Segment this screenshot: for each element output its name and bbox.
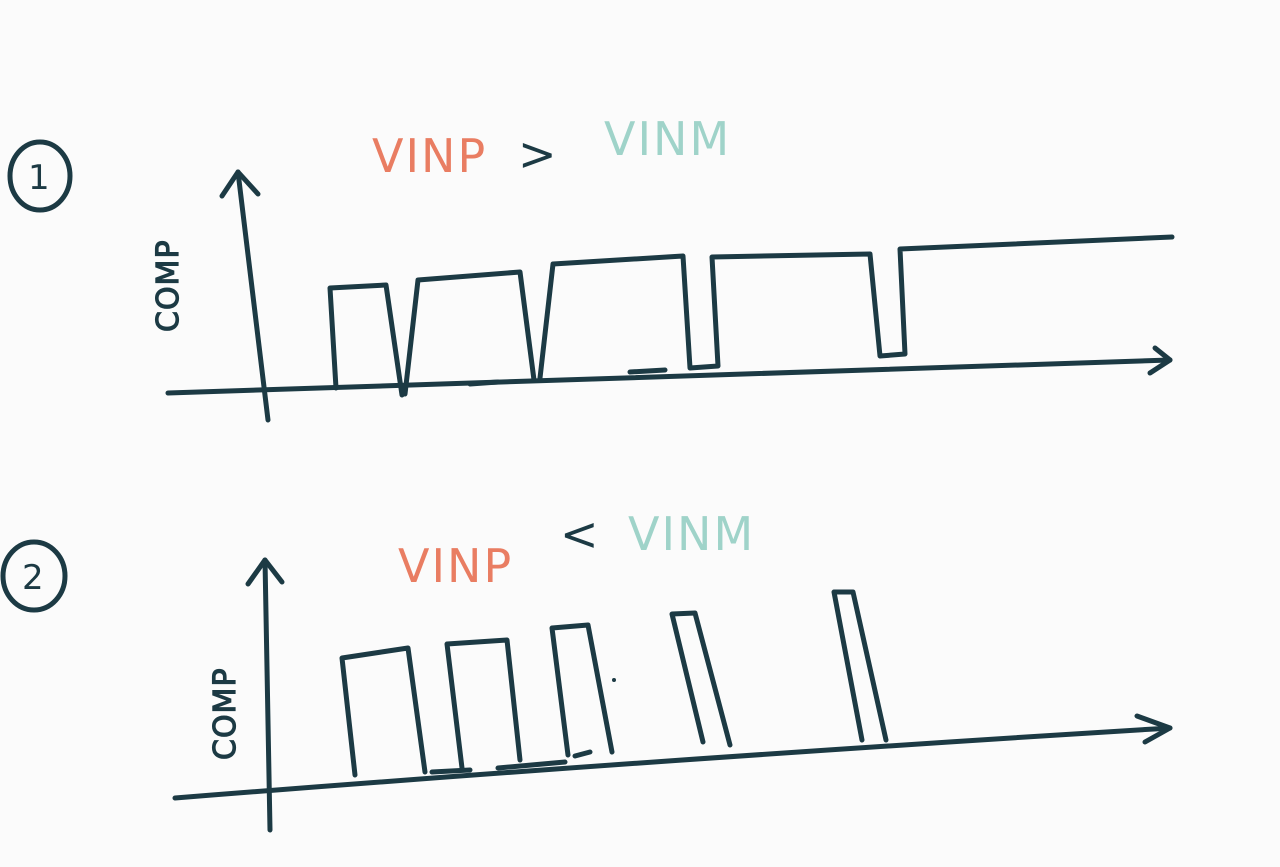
diagram-1-circle [7,139,73,213]
diagram-1-y-axis-label: COMP [151,239,186,332]
diagram-1-waveform [327,234,1175,398]
diagram-2-baseline-marks [429,749,593,775]
diagram-2-vinp-label: VINP [398,539,513,593]
diagram-1-y-axis-arrowhead [219,169,261,199]
diagram-1-vinp-label: VINP [372,129,487,183]
diagram-1-baseline-marks [467,367,668,387]
diagram-2-circle [0,539,68,613]
diagram-2-x-axis-arrowhead [1134,713,1173,745]
diagram-1-vinm-label: VINM [604,112,731,166]
diagram-2-condition: VINP < VINM [398,507,755,593]
diagram-1-operator: > [518,127,557,181]
diagram-2-y-axis [262,557,273,833]
diagram-1-number: 1 [28,158,50,198]
diagram-1: 1 VINP > VINM COMP [7,112,1175,423]
diagram-1-y-axis [235,169,271,423]
diagram-2-waveform [339,589,889,778]
diagram-2-operator: < [560,507,599,561]
diagram-1-x-axis [165,357,1173,396]
diagram-2-x-axis [172,725,1173,801]
diagram-2-y-axis-arrowhead [245,557,285,587]
diagram-2-number: 2 [22,558,44,598]
diagram-2-number-badge: 2 [0,539,68,613]
diagram-1-x-axis-arrowhead [1147,345,1173,376]
diagram-2-vinm-label: VINM [628,507,755,561]
diagram-2-y-axis-label: COMP [208,667,243,760]
diagram-1-condition: VINP > VINM [372,112,731,183]
diagram-2-stray-dot [612,678,616,682]
diagram-2: 2 VINP < VINM COMP [0,507,1173,833]
diagram-1-number-badge: 1 [7,139,73,213]
